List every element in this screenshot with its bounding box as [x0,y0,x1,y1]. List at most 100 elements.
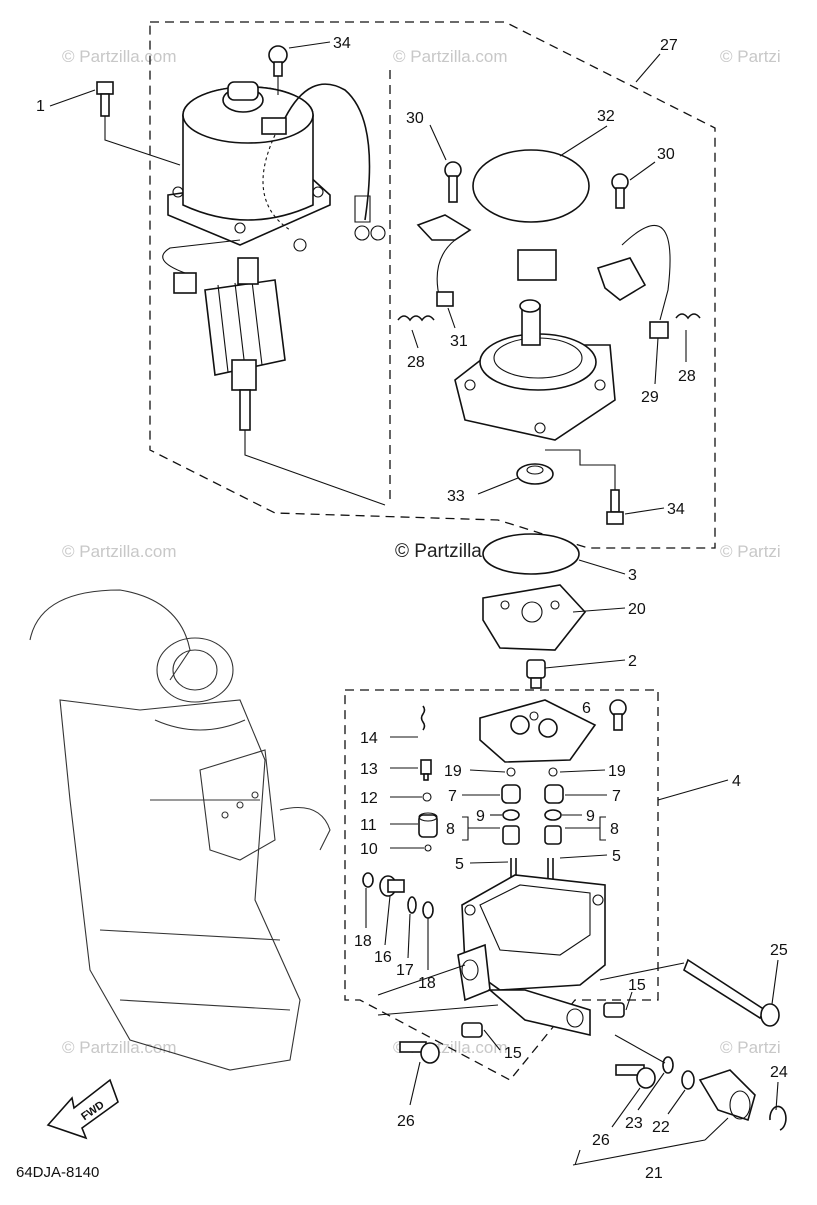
callout-17: 17 [396,962,414,979]
callout-1: 1 [36,98,45,115]
callout-13: 13 [360,761,378,778]
callout-20: 20 [628,601,646,618]
brush-31 [436,291,454,307]
motor-base [454,299,616,441]
callout-leader [771,959,779,1005]
o-ring-9-right [544,809,562,821]
coupling-2 [526,659,546,689]
callout-34: 34 [333,35,351,52]
callout-leader [49,89,96,107]
callout-14: 14 [360,730,378,747]
valve-group-boundary [344,689,659,1081]
callout-11: 11 [360,817,377,834]
brush-holder-left [162,239,241,294]
callout-6: 6 [582,700,591,717]
callout-leader [447,307,456,329]
diagram-code: 64DJA-8140 [16,1164,99,1181]
power-unit-group-boundary [149,21,716,549]
plate-20 [482,584,587,651]
callout-leader [654,337,659,385]
ball-19-right [548,767,558,777]
callout-33: 33 [447,488,465,505]
callout-7: 7 [448,788,457,805]
valve-11 [418,812,438,838]
callout-18: 18 [418,975,436,992]
trim-tilt-unit-background [29,589,331,1071]
terminal-block [517,249,557,281]
callout-leader [559,854,608,859]
pump-housing [457,874,606,1037]
washer-18-right [422,901,434,919]
callout-8: 8 [610,821,619,838]
callout-10: 10 [360,841,378,858]
callout-leader [572,607,626,613]
brush-29 [649,321,669,339]
callout-9: 9 [586,808,595,825]
callout-leader [624,507,665,515]
callout-9: 9 [476,808,485,825]
leader-dotted [262,134,291,231]
watermark: © Partzilla.com [62,47,177,66]
filter-15-right [603,1002,625,1018]
seat-7-left [501,784,521,804]
callout-25: 25 [770,942,788,959]
ball-10 [424,844,432,852]
filter-15-left [461,1022,483,1038]
valve-21 [698,1069,756,1122]
callout-3: 3 [628,567,637,584]
screw-30-left [444,161,462,203]
armature [204,257,386,506]
callout-15: 15 [628,977,646,994]
callout-leader [625,991,633,1011]
callout-2: 2 [628,653,637,670]
callout-leader [429,124,447,161]
callout-15: 15 [504,1045,522,1062]
callout-22: 22 [652,1119,670,1136]
electric-motor [167,81,331,246]
ball-19-left [506,767,516,777]
o-ring-3 [482,533,580,575]
callout-leader [559,125,608,157]
callout-leader [775,1081,779,1111]
screw-34-top [268,45,288,95]
callout-leader [544,659,626,669]
o-ring-32 [472,149,590,223]
spool-8-right [544,825,562,845]
screw-34-bottom [606,489,624,525]
callout-8: 8 [446,821,455,838]
callout-leader [469,861,509,864]
oil-seal-33 [516,463,554,485]
callout-leader [411,329,419,349]
spring-28-right [675,313,701,320]
circlip-24 [769,1105,787,1131]
callout-18: 18 [354,933,372,950]
pin-13 [420,759,432,781]
callout-leader [611,1087,641,1128]
callout-leader [637,1072,665,1111]
callout-leader [667,1089,686,1115]
callout-leader [384,895,391,946]
watermark: © Partzi [720,47,781,66]
callout-leader [657,779,729,801]
callout-5: 5 [455,856,464,873]
brush-holder-bracket [416,214,472,241]
watermark: © Partzilla.com [62,1038,177,1057]
o-ring-23 [662,1056,674,1074]
o-ring-9-left [502,809,520,821]
callout-7: 7 [612,788,621,805]
leader-lines [377,962,685,1064]
callout-leader [469,769,506,773]
ball-12 [422,792,432,802]
watermark: © Partzilla.com [393,47,508,66]
callout-19: 19 [608,763,626,780]
washer-18-left [362,872,374,888]
watermark: © Partzi [720,542,781,561]
callout-leader [409,1061,421,1106]
o-ring-22 [681,1070,695,1090]
bracket-8-right [565,816,606,841]
callout-leader [635,53,661,83]
brush-wire [436,239,456,301]
bracket-21 [572,1117,729,1166]
